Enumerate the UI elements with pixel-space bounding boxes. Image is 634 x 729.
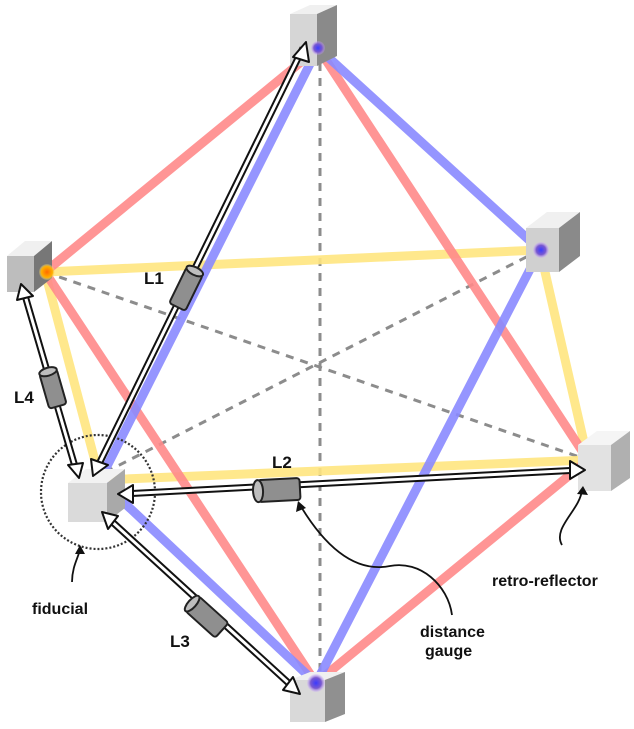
arrowhead-l4-bottom	[67, 462, 84, 479]
label-gauge: gauge	[425, 643, 472, 660]
label-l2: L2	[272, 453, 292, 472]
arrowhead-l2-right	[569, 460, 586, 480]
gauge-l3	[183, 594, 229, 638]
gauge-l4	[38, 366, 67, 410]
axis-diagonal-1	[44, 270, 589, 462]
arrowheads	[16, 41, 586, 695]
pointer-distance-gauge	[299, 504, 453, 616]
label-fiducial: fiducial	[32, 601, 88, 618]
blue-edges	[95, 43, 545, 688]
arrowhead-l3-bottom	[282, 676, 301, 695]
cube-bottom	[290, 672, 345, 722]
gauge-l1	[169, 264, 205, 311]
arrowhead-l2-left	[117, 484, 134, 504]
label-distance: distance	[420, 624, 485, 641]
cube-right-lower	[578, 431, 630, 491]
axis-diagonal-2	[99, 248, 541, 477]
dashed-axes	[44, 48, 589, 680]
arrowhead-l1-top	[292, 41, 310, 63]
arrowhead-l3-top	[101, 511, 119, 530]
cube-left	[7, 241, 55, 292]
gauge-l2	[252, 477, 302, 504]
label-retro-reflector: retro-reflector	[492, 573, 598, 590]
cube-right-upper	[526, 212, 580, 272]
cube-fiducial	[68, 469, 125, 522]
label-l3: L3	[170, 632, 190, 651]
beam-l2	[121, 466, 581, 498]
label-l1: L1	[144, 269, 164, 288]
callout-arrowheads	[75, 486, 588, 554]
arrowhead-l1-bottom	[90, 458, 109, 477]
red-edges	[40, 43, 593, 688]
pointer-retro-reflector	[559, 489, 583, 546]
arrowhead-l4-top	[16, 283, 34, 301]
beam-l1	[92, 46, 307, 472]
label-l4: L4	[14, 388, 34, 407]
